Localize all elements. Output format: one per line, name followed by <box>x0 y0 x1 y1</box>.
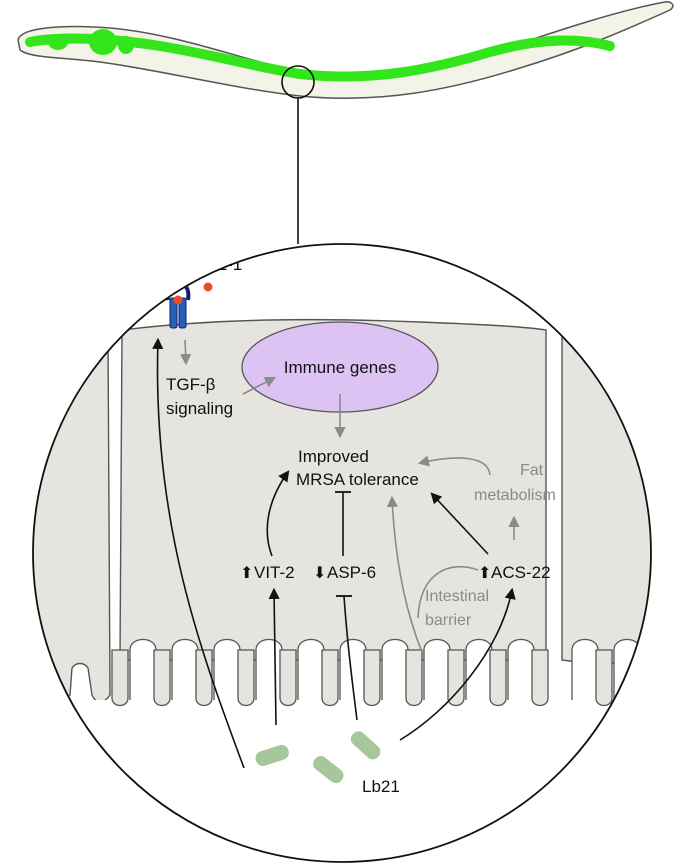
intestinal-label: Intestinal <box>425 588 489 605</box>
arrow-tgf-to-immune <box>242 376 276 395</box>
microvillus-gap <box>423 638 451 704</box>
bacterium <box>255 744 289 767</box>
pathway-arrows <box>152 337 520 769</box>
microvillus <box>489 649 507 707</box>
microvillus-gap <box>255 638 283 704</box>
worm-pharynx-bulb-2 <box>89 29 117 55</box>
gut-lumen <box>33 700 651 862</box>
microvillus-gap <box>507 638 535 704</box>
worm-pharynx-bulb-3 <box>118 36 134 54</box>
microvillus <box>637 649 651 707</box>
immune-genes-label: Immune genes <box>284 358 396 377</box>
microvillus <box>153 649 171 707</box>
microvillus-gap <box>571 638 599 704</box>
worm-body <box>17 1 674 100</box>
magnified-view: DBL-1 TGF-β signaling Immune genes Impro… <box>33 255 651 862</box>
acs22-label: ACS-22 <box>491 563 551 582</box>
bacterium <box>350 731 381 760</box>
tgf-beta-label: TGF-β <box>166 375 216 394</box>
arrow-acs22-to-barrier <box>417 565 479 619</box>
inhibit-lb21-to-asp6 <box>343 595 358 721</box>
receptor <box>165 279 191 329</box>
arrow-lb21-to-receptor <box>152 337 245 769</box>
lb21-label: Lb21 <box>362 777 400 796</box>
microvillus <box>279 649 297 707</box>
metabolism-label: metabolism <box>474 487 556 504</box>
microvillus-gap <box>129 638 157 704</box>
microvillus-gap <box>171 638 199 704</box>
microvillus <box>595 649 613 707</box>
vit2-label: VIT-2 <box>254 563 295 582</box>
mrsa-tolerance-label: MRSA tolerance <box>296 470 419 489</box>
dbl1-label: DBL-1 <box>194 255 242 274</box>
microvillus <box>111 649 129 707</box>
ligand <box>136 261 146 271</box>
microvillus <box>447 649 465 707</box>
arrow-lb21-to-vit2 <box>268 587 280 726</box>
microvillus <box>195 649 213 707</box>
cell-left <box>33 319 111 703</box>
ligand <box>132 293 142 303</box>
arrow-fat-to-tolerance <box>417 455 491 476</box>
magnifier-outline <box>32 243 652 863</box>
worm-pharynx-bulb-1 <box>48 34 68 50</box>
worm <box>17 1 674 244</box>
arrow-acs22-to-tolerance <box>430 492 489 555</box>
worm-gut <box>25 33 615 82</box>
microvilli <box>33 638 651 862</box>
asp6-down-arrow: ⬇ <box>313 565 326 582</box>
microvillus-gap <box>381 638 409 704</box>
ligand-bound <box>173 295 183 305</box>
fat-label: Fat <box>520 462 544 479</box>
acs22-up-arrow: ⬆ <box>478 565 491 582</box>
microvillus-gap <box>297 638 325 704</box>
bacterium <box>313 756 344 784</box>
barrier-label: barrier <box>425 612 472 629</box>
asp6-label: ASP-6 <box>327 563 376 582</box>
ligand <box>169 266 179 276</box>
microvillus-gap <box>339 638 367 704</box>
arrow-lb21-to-acs22 <box>399 587 516 741</box>
ligand <box>148 276 158 286</box>
ligand <box>203 282 213 292</box>
lb21-bacteria <box>255 731 381 784</box>
microvillus <box>405 649 423 707</box>
microvillus <box>237 649 255 707</box>
arrow-receptor-to-tgf <box>180 339 192 366</box>
vit2-up-arrow: ⬆ <box>240 565 253 582</box>
microvillus <box>531 649 549 707</box>
signaling-label: signaling <box>166 399 233 418</box>
microvillus <box>363 649 381 707</box>
microvillus <box>321 649 339 707</box>
arrow-vit2-to-tolerance <box>266 470 290 557</box>
improved-label: Improved <box>298 447 369 466</box>
arrow-barrier-to-tolerance <box>386 495 423 653</box>
